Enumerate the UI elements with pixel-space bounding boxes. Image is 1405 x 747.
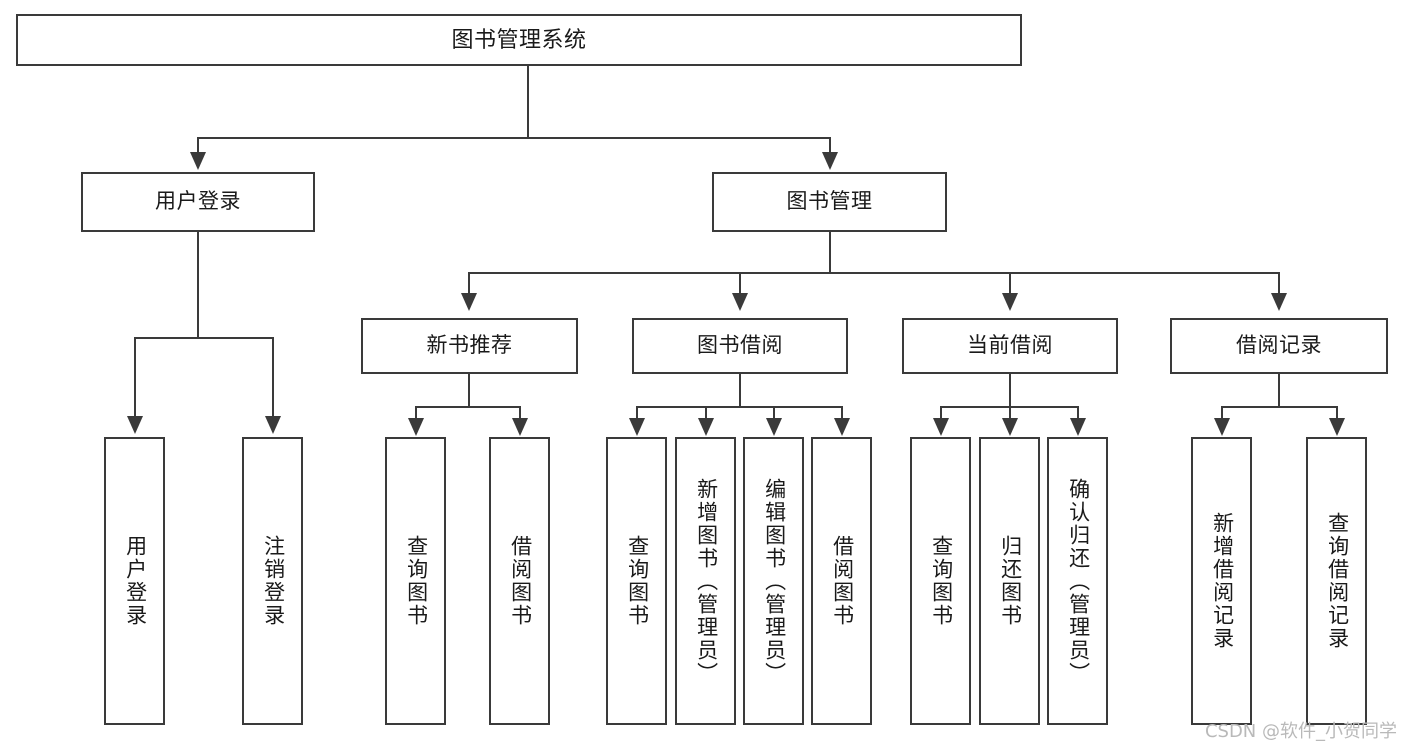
leaf-cb-return-book[interactable]: 归还图书 xyxy=(979,437,1040,725)
node-label: 查询图书 xyxy=(929,535,953,627)
connector-bb-bar xyxy=(636,406,843,408)
arrow-user-login-to-leaf-1 xyxy=(127,416,143,434)
connector-br-stem xyxy=(1278,374,1280,407)
connector-user-login-bar xyxy=(134,337,274,339)
node-label: 新增借阅记录 xyxy=(1210,512,1234,650)
node-book-management[interactable]: 图书管理 xyxy=(712,172,947,232)
node-label: 新增图书（管理员） xyxy=(694,477,718,685)
connector-br-to-leaf-1 xyxy=(1221,406,1223,420)
node-label: 确认归还（管理员） xyxy=(1066,477,1090,685)
connector-bm-to-new-book xyxy=(468,272,470,296)
connector-br-to-leaf-2 xyxy=(1336,406,1338,420)
arrow-user-login-to-leaf-2 xyxy=(265,416,281,434)
arrow-bm-to-current-borrow xyxy=(1002,293,1018,311)
leaf-bb-query-book[interactable]: 查询图书 xyxy=(606,437,667,725)
node-label: 图书管理系统 xyxy=(451,26,587,52)
node-label: 用户登录 xyxy=(155,190,241,214)
node-borrow-record[interactable]: 借阅记录 xyxy=(1170,318,1388,374)
connector-bb-stem xyxy=(739,374,741,407)
connector-nbr-stem xyxy=(468,374,470,407)
node-current-borrow[interactable]: 当前借阅 xyxy=(902,318,1118,374)
node-user-login[interactable]: 用户登录 xyxy=(81,172,315,232)
connector-br-bar xyxy=(1221,406,1338,408)
arrow-bb-to-leaf-1 xyxy=(629,418,645,436)
node-label: 图书借阅 xyxy=(697,334,783,358)
node-new-book-recommend[interactable]: 新书推荐 xyxy=(361,318,578,374)
connector-bb-to-leaf-4 xyxy=(841,406,843,420)
leaf-bb-add-book[interactable]: 新增图书（管理员） xyxy=(675,437,736,725)
node-label: 借阅记录 xyxy=(1236,334,1322,358)
connector-cb-to-leaf-3 xyxy=(1077,406,1079,420)
arrow-root-to-user-login xyxy=(190,152,206,170)
leaf-bb-borrow-book[interactable]: 借阅图书 xyxy=(811,437,872,725)
leaf-cb-query-book[interactable]: 查询图书 xyxy=(910,437,971,725)
connector-book-management-bar xyxy=(468,272,1279,274)
connector-bb-to-leaf-2 xyxy=(705,406,707,420)
arrow-bb-to-leaf-2 xyxy=(698,418,714,436)
connector-user-login-stem xyxy=(197,232,199,338)
leaf-br-query-record[interactable]: 查询借阅记录 xyxy=(1306,437,1367,725)
connector-nbr-to-leaf-1 xyxy=(415,406,417,420)
arrow-bm-to-new-book xyxy=(461,293,477,311)
leaf-br-add-record[interactable]: 新增借阅记录 xyxy=(1191,437,1252,725)
arrow-br-to-leaf-1 xyxy=(1214,418,1230,436)
connector-root-to-user-login xyxy=(197,137,199,155)
connector-bb-to-leaf-1 xyxy=(636,406,638,420)
node-root-book-management-system[interactable]: 图书管理系统 xyxy=(16,14,1022,66)
arrow-br-to-leaf-2 xyxy=(1329,418,1345,436)
node-book-borrow[interactable]: 图书借阅 xyxy=(632,318,848,374)
node-label: 编辑图书（管理员） xyxy=(762,477,786,685)
connector-bm-to-borrow-record xyxy=(1278,272,1280,296)
connector-root-bar xyxy=(197,137,830,139)
arrow-bb-to-leaf-4 xyxy=(834,418,850,436)
arrow-nbr-to-leaf-1 xyxy=(408,418,424,436)
arrow-root-to-book-management xyxy=(822,152,838,170)
connector-nbr-to-leaf-2 xyxy=(519,406,521,420)
leaf-nbr-query-book[interactable]: 查询图书 xyxy=(385,437,446,725)
arrow-cb-to-leaf-1 xyxy=(933,418,949,436)
connector-root-to-book-management xyxy=(829,137,831,155)
connector-cb-stem xyxy=(1009,374,1011,407)
leaf-user-login-login[interactable]: 用户登录 xyxy=(104,437,165,725)
connector-user-login-to-leaf-1 xyxy=(134,337,136,419)
connector-nbr-bar xyxy=(415,406,521,408)
node-label: 查询图书 xyxy=(404,535,428,627)
connector-cb-to-leaf-2 xyxy=(1009,406,1011,420)
node-label: 新书推荐 xyxy=(426,334,513,358)
connector-bm-to-book-borrow xyxy=(739,272,741,296)
node-label: 查询图书 xyxy=(625,535,649,627)
node-label: 注销登录 xyxy=(261,535,285,627)
connector-book-management-stem xyxy=(829,232,831,273)
node-label: 用户登录 xyxy=(123,535,147,627)
connector-cb-to-leaf-1 xyxy=(940,406,942,420)
connector-root-stem xyxy=(527,66,529,138)
arrow-cb-to-leaf-2 xyxy=(1002,418,1018,436)
connector-bm-to-current-borrow xyxy=(1009,272,1011,296)
arrow-bb-to-leaf-3 xyxy=(766,418,782,436)
leaf-cb-confirm-return[interactable]: 确认归还（管理员） xyxy=(1047,437,1108,725)
connector-user-login-to-leaf-2 xyxy=(272,337,274,419)
node-label: 图书管理 xyxy=(786,190,873,214)
node-label: 借阅图书 xyxy=(830,535,854,627)
node-label: 归还图书 xyxy=(998,535,1022,627)
arrow-cb-to-leaf-3 xyxy=(1070,418,1086,436)
node-label: 当前借阅 xyxy=(967,334,1053,358)
arrow-bm-to-borrow-record xyxy=(1271,293,1287,311)
leaf-user-login-logout[interactable]: 注销登录 xyxy=(242,437,303,725)
leaf-bb-edit-book[interactable]: 编辑图书（管理员） xyxy=(743,437,804,725)
node-label: 借阅图书 xyxy=(508,535,532,627)
connector-bb-to-leaf-3 xyxy=(773,406,775,420)
arrow-nbr-to-leaf-2 xyxy=(512,418,528,436)
arrow-bm-to-book-borrow xyxy=(732,293,748,311)
leaf-nbr-borrow-book[interactable]: 借阅图书 xyxy=(489,437,550,725)
node-label: 查询借阅记录 xyxy=(1325,512,1349,650)
